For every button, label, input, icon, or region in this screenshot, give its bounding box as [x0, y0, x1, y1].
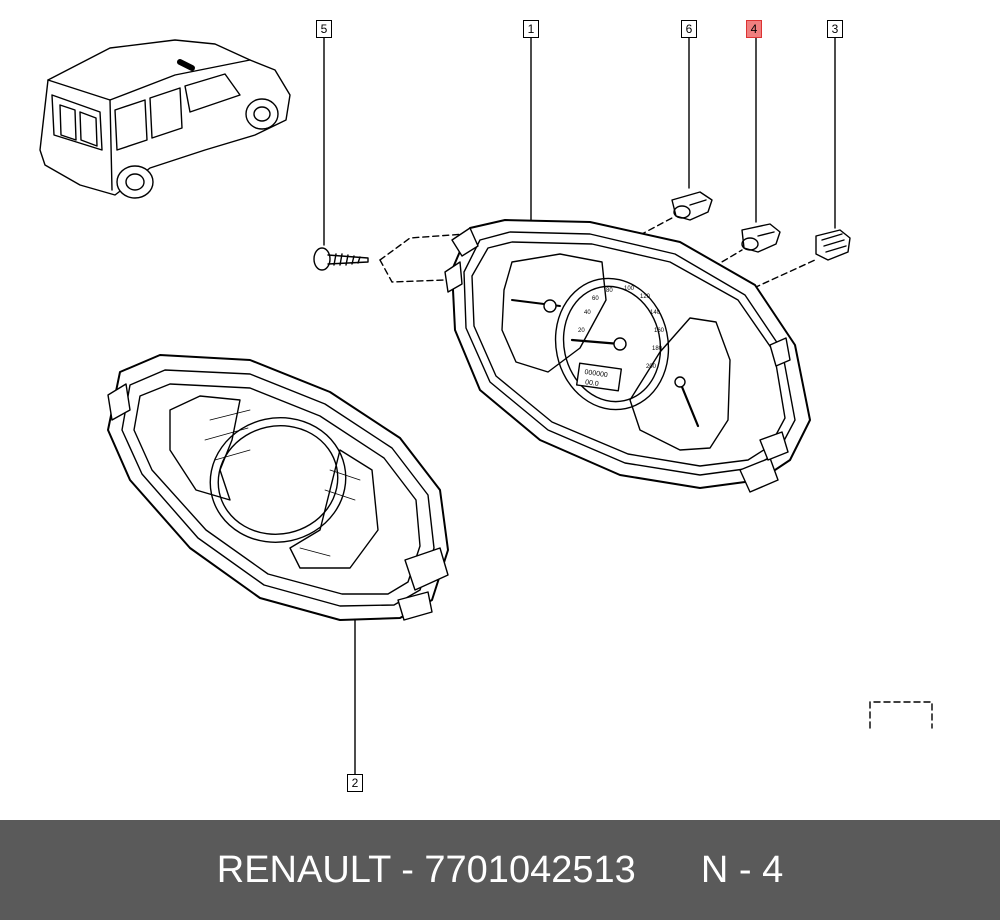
callout-5: 5 [316, 20, 332, 38]
callout-3: 3 [827, 20, 843, 38]
speed-tick: 80 [606, 288, 613, 294]
diagram-position: N - 4 [700, 849, 784, 891]
brand-name: RENAULT [216, 849, 391, 891]
speed-tick: 100 [624, 286, 635, 292]
speed-tick: 120 [640, 294, 651, 300]
callout-2: 2 [347, 774, 363, 792]
callout-1: 1 [523, 20, 539, 38]
odometer-display: 000000 [584, 369, 608, 379]
trip-display: 00.0 [585, 379, 600, 388]
speed-tick: 20 [578, 328, 585, 334]
instrument-cluster [444, 219, 811, 493]
vehicle-thumbnail [39, 39, 291, 199]
speed-tick: 40 [584, 310, 591, 316]
speed-tick: 60 [592, 296, 599, 302]
diagram-canvas: 20 40 60 80 100 120 140 160 180 200 0000… [39, 35, 933, 776]
cluster-cover [107, 354, 449, 621]
speed-tick: 200 [646, 364, 657, 370]
separator: - [401, 849, 414, 891]
speed-tick: 140 [650, 310, 661, 316]
bulb-holder-4 [741, 223, 781, 253]
callout-4-highlighted: 4 [746, 20, 762, 38]
detail-frame [869, 701, 933, 729]
callout-6: 6 [681, 20, 697, 38]
bulb-holder-6 [671, 191, 713, 221]
part-number: 7701042513 [424, 849, 636, 891]
footer-bar: RENAULT - 7701042513 N - 4 [0, 820, 1000, 920]
speed-scale: 20 40 60 80 100 120 140 160 180 200 0000… [578, 286, 665, 388]
screw [313, 247, 369, 271]
speed-tick: 160 [654, 328, 665, 334]
bulb-holder-3 [815, 229, 851, 261]
speed-tick: 180 [652, 346, 663, 352]
